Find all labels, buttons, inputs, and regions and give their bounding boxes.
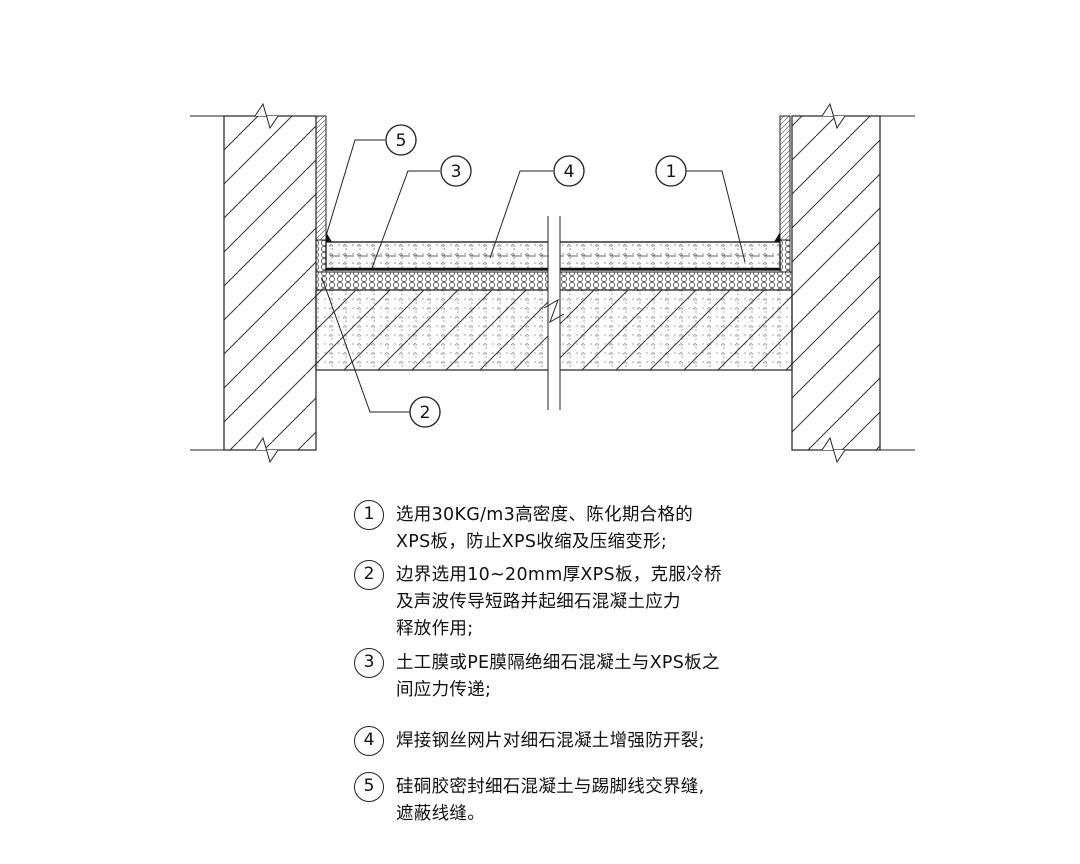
svg-text:4: 4	[564, 162, 575, 182]
note-line: 焊接钢丝网片对细石混凝土增强防开裂;	[396, 731, 705, 751]
callout-3: 3	[440, 155, 472, 187]
left-wall	[190, 102, 317, 464]
note-line: 及声波传导短路并起细石混凝土应力	[396, 592, 681, 612]
leader-lines	[321, 139, 746, 413]
note-number: 4	[354, 726, 384, 756]
svg-text:2: 2	[420, 403, 431, 423]
note-line: 硅硐胶密封细石混凝土与踢脚线交界缝,	[396, 777, 705, 797]
note-line: 选用30KG/m3高密度、陈化期合格的	[396, 505, 694, 525]
svg-text:3: 3	[451, 162, 462, 182]
note-line: XPS板，防止XPS收缩及压缩变形;	[396, 532, 668, 552]
edge-xps-right	[779, 239, 791, 273]
note-line: 释放作用;	[396, 619, 474, 639]
note-line: 间应力传递;	[396, 680, 492, 700]
svg-text:1: 1	[666, 162, 677, 182]
svg-text:5: 5	[396, 131, 407, 151]
note-line: 遮蔽线缝。	[396, 804, 485, 824]
right-wall	[791, 102, 915, 464]
break-line	[543, 216, 565, 410]
note-number: 3	[354, 648, 384, 678]
callout-5: 5	[385, 124, 417, 156]
sealant-left	[326, 232, 332, 242]
note-number: 1	[354, 500, 384, 530]
edge-xps-left	[315, 239, 327, 273]
note-line: 边界选用10~20mm厚XPS板，克服冷桥	[396, 565, 722, 585]
callout-1: 1	[655, 155, 687, 187]
right-skirting	[779, 115, 791, 241]
callout-2: 2	[409, 396, 441, 428]
callout-4: 4	[553, 155, 585, 187]
sealant-right	[774, 232, 780, 242]
note-number: 2	[354, 560, 384, 590]
left-skirting	[315, 115, 327, 241]
note-number: 5	[354, 772, 384, 802]
note-line: 土工膜或PE膜隔绝细石混凝土与XPS板之	[396, 653, 720, 673]
